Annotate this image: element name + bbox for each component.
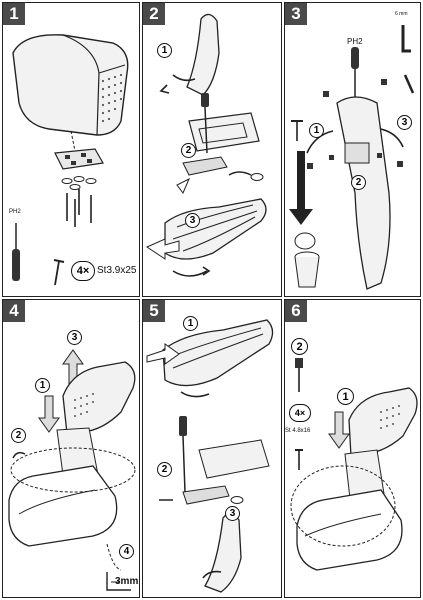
step-4-callout-4: 4 [119,544,134,559]
step-3-callout-3: 3 [397,115,412,130]
step-4-callout-2: 2 [11,428,26,443]
step-3-callout-2: 2 [351,175,366,190]
panel-step-4: 4 1 2 [2,299,140,598]
step-number-badge: 5 [143,300,165,322]
armrest-fitting-illustration [8,349,136,591]
step-number-badge: 2 [143,3,165,25]
screwdriver-tag: PH2 [9,209,21,215]
step-4-callout-3: 3 [67,330,82,345]
armrest-exploded-illustration [12,34,129,286]
screw-count: 4× [289,404,311,422]
step-6-callout-1: 1 [337,388,354,405]
step-3-callout-1: 1 [309,123,324,138]
step-number-badge: 3 [285,3,307,25]
final-fixing-illustration [290,358,418,571]
step-4-callout-1: 1 [35,378,50,393]
hinge-disassembly-illustration [289,25,415,290]
step-number-badge: 4 [3,300,25,322]
panel-step-3: 3 [284,2,421,297]
step-number-badge: 1 [3,3,25,25]
step-5-callout-3: 3 [225,506,240,521]
step-2-callout-1: 1 [157,43,172,58]
panel-step-6: 6 2 1 4× St 4.8x16 [284,299,421,598]
step-6-callout-2: 2 [291,338,308,355]
screw-spec: St3.9x25 [97,265,137,276]
step-5-callout-2: 2 [157,462,172,477]
step-2-callout-2: 2 [181,143,196,158]
step-2-callout-3: 3 [185,213,200,228]
screwdriver-tag: PH2 [347,37,363,46]
screw-count: 4× [71,261,95,281]
panel-step-1: 1 [2,2,140,297]
panel-step-2: 2 1 2 3 [142,2,282,297]
hex-key-tag: 6 mm [395,11,408,17]
step-5-callout-1: 1 [183,316,198,331]
step-number-badge: 6 [285,300,307,322]
screw-spec: St 4.8x16 [285,428,311,434]
panel-step-5: 5 1 2 3 [142,299,282,598]
reassembly-illustration [146,319,274,593]
gap-measurement: 3mm [115,576,139,587]
